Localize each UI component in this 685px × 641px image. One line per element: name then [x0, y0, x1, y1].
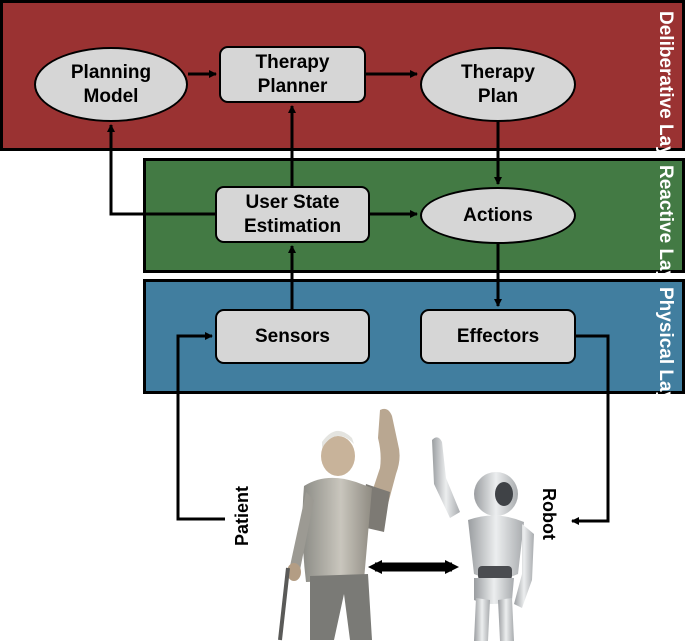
deliberative-layer-title: Deliberative Layers [655, 11, 676, 186]
effectors-node: Effectors [420, 309, 576, 364]
patient-figure [278, 408, 400, 641]
arrow-effectors-to-robot [571, 334, 610, 525]
sensors-node: Sensors [215, 309, 370, 364]
arrow-patient-to-sensors [176, 332, 225, 521]
robot-label: Robot [539, 488, 559, 540]
planning-model-node: Planning Model [34, 47, 188, 122]
patient-label: Patient [232, 486, 252, 547]
physical-layer-title: Physical Layer [655, 287, 676, 421]
reactive-layer-title: Reactive Layer [655, 165, 676, 300]
therapy-plan-node: Therapy Plan [420, 47, 576, 122]
arrow-user-state-to-planning-model [107, 124, 215, 216]
actions-node: Actions [420, 187, 576, 244]
therapy-planner-node: Therapy Planner [219, 46, 366, 103]
robot-figure [432, 437, 534, 641]
user-state-estimation-node: User State Estimation [215, 186, 370, 243]
